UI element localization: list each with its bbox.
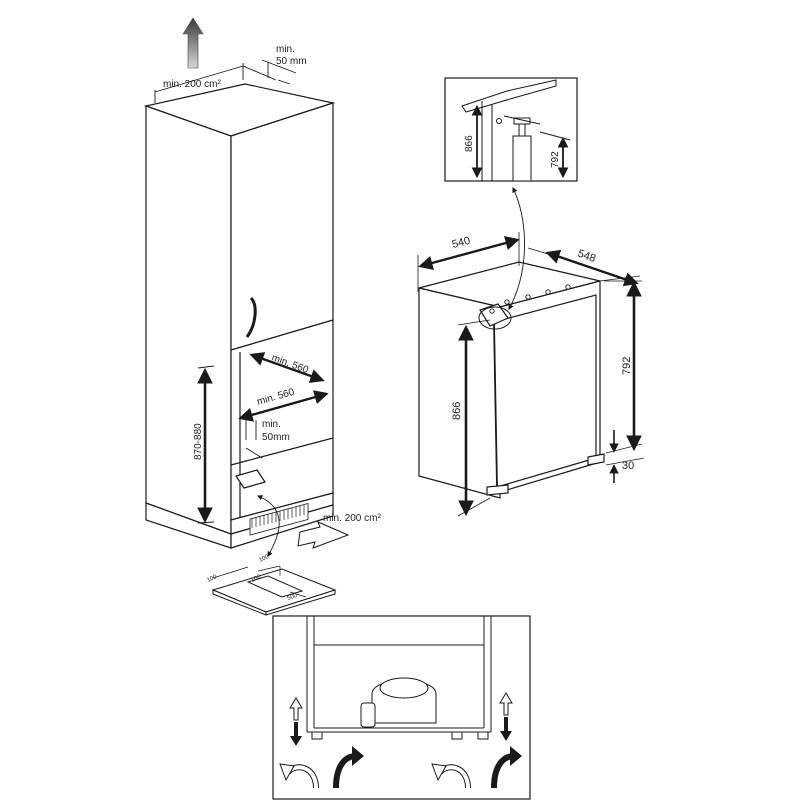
plinth-gap-label: 30	[622, 460, 634, 472]
foot-height-arrow-right-icon	[499, 692, 513, 716]
hinge-detail-box	[444, 77, 578, 182]
foot-adjustment-detail-box	[272, 615, 531, 800]
detail-highlight-circle	[478, 306, 512, 330]
niche-width-lower-dimension	[238, 390, 329, 422]
detail-side-height-label: 792	[550, 151, 561, 168]
vent-bottom-area-label: min. 200 cm²	[323, 513, 381, 524]
niche-width-upper-dimension	[249, 352, 325, 383]
rotate-cw-arrow-right-icon	[491, 746, 522, 789]
foot-height-arrow-left-icon	[289, 697, 303, 721]
gap-top-label-line2: 50 mm	[276, 56, 307, 67]
cabinet-drawing	[143, 83, 336, 549]
cutout-leader-line	[257, 495, 280, 557]
detail-leader-line	[508, 187, 525, 310]
floor-cutout-drawing	[211, 565, 337, 616]
niche-depth-label-line1: min.	[262, 419, 281, 430]
appliance-width-dimension	[417, 232, 520, 292]
air-in-arrow-icon	[297, 521, 350, 549]
cutout-dim-d: 500	[287, 593, 299, 602]
cabinet-top-dimensions	[154, 59, 297, 103]
cutout-dim-c: 100	[250, 574, 262, 584]
niche-floor-edge	[230, 437, 334, 466]
detail-height-label: 866	[464, 135, 475, 152]
appliance-height-dimension	[457, 319, 491, 517]
foot-lower-arrow-left-icon	[290, 722, 302, 746]
cutout-dim-b: 100	[258, 554, 270, 564]
appliance-height-label: 866	[451, 402, 463, 420]
appliance-side-height-label: 792	[621, 357, 633, 375]
rear-opening	[235, 469, 266, 489]
cabinet-upper-door	[230, 102, 334, 351]
plinth-gap-dimension	[605, 430, 645, 483]
appliance-drawing	[418, 261, 605, 499]
air-out-arrow-icon	[182, 17, 204, 69]
vent-top-area-label: min. 200 cm²	[163, 79, 221, 90]
rotate-ccw-arrow-left-icon	[279, 763, 319, 789]
rotate-ccw-arrow-right-icon	[431, 763, 471, 789]
cutout-dim-a: 100	[206, 574, 218, 584]
appliance-foot-front	[486, 484, 509, 496]
cabinet-left-side	[145, 105, 232, 535]
rotate-cw-arrow-left-icon	[333, 746, 364, 789]
foot-lower-arrow-right-icon	[500, 717, 512, 741]
appliance-depth-dimension	[527, 247, 641, 287]
niche-height-label: 870-880	[193, 423, 204, 460]
niche-depth-dimension	[245, 420, 263, 459]
appliance-foot-right	[587, 453, 605, 466]
door-handle	[245, 296, 257, 338]
appliance-width-label: 540	[451, 235, 472, 251]
niche-depth-label-line2: 50mm	[262, 432, 290, 443]
gap-top-label-line1: min.	[276, 44, 295, 55]
niche-height-dimension	[197, 365, 215, 524]
appliance-depth-label: 548	[576, 248, 597, 266]
